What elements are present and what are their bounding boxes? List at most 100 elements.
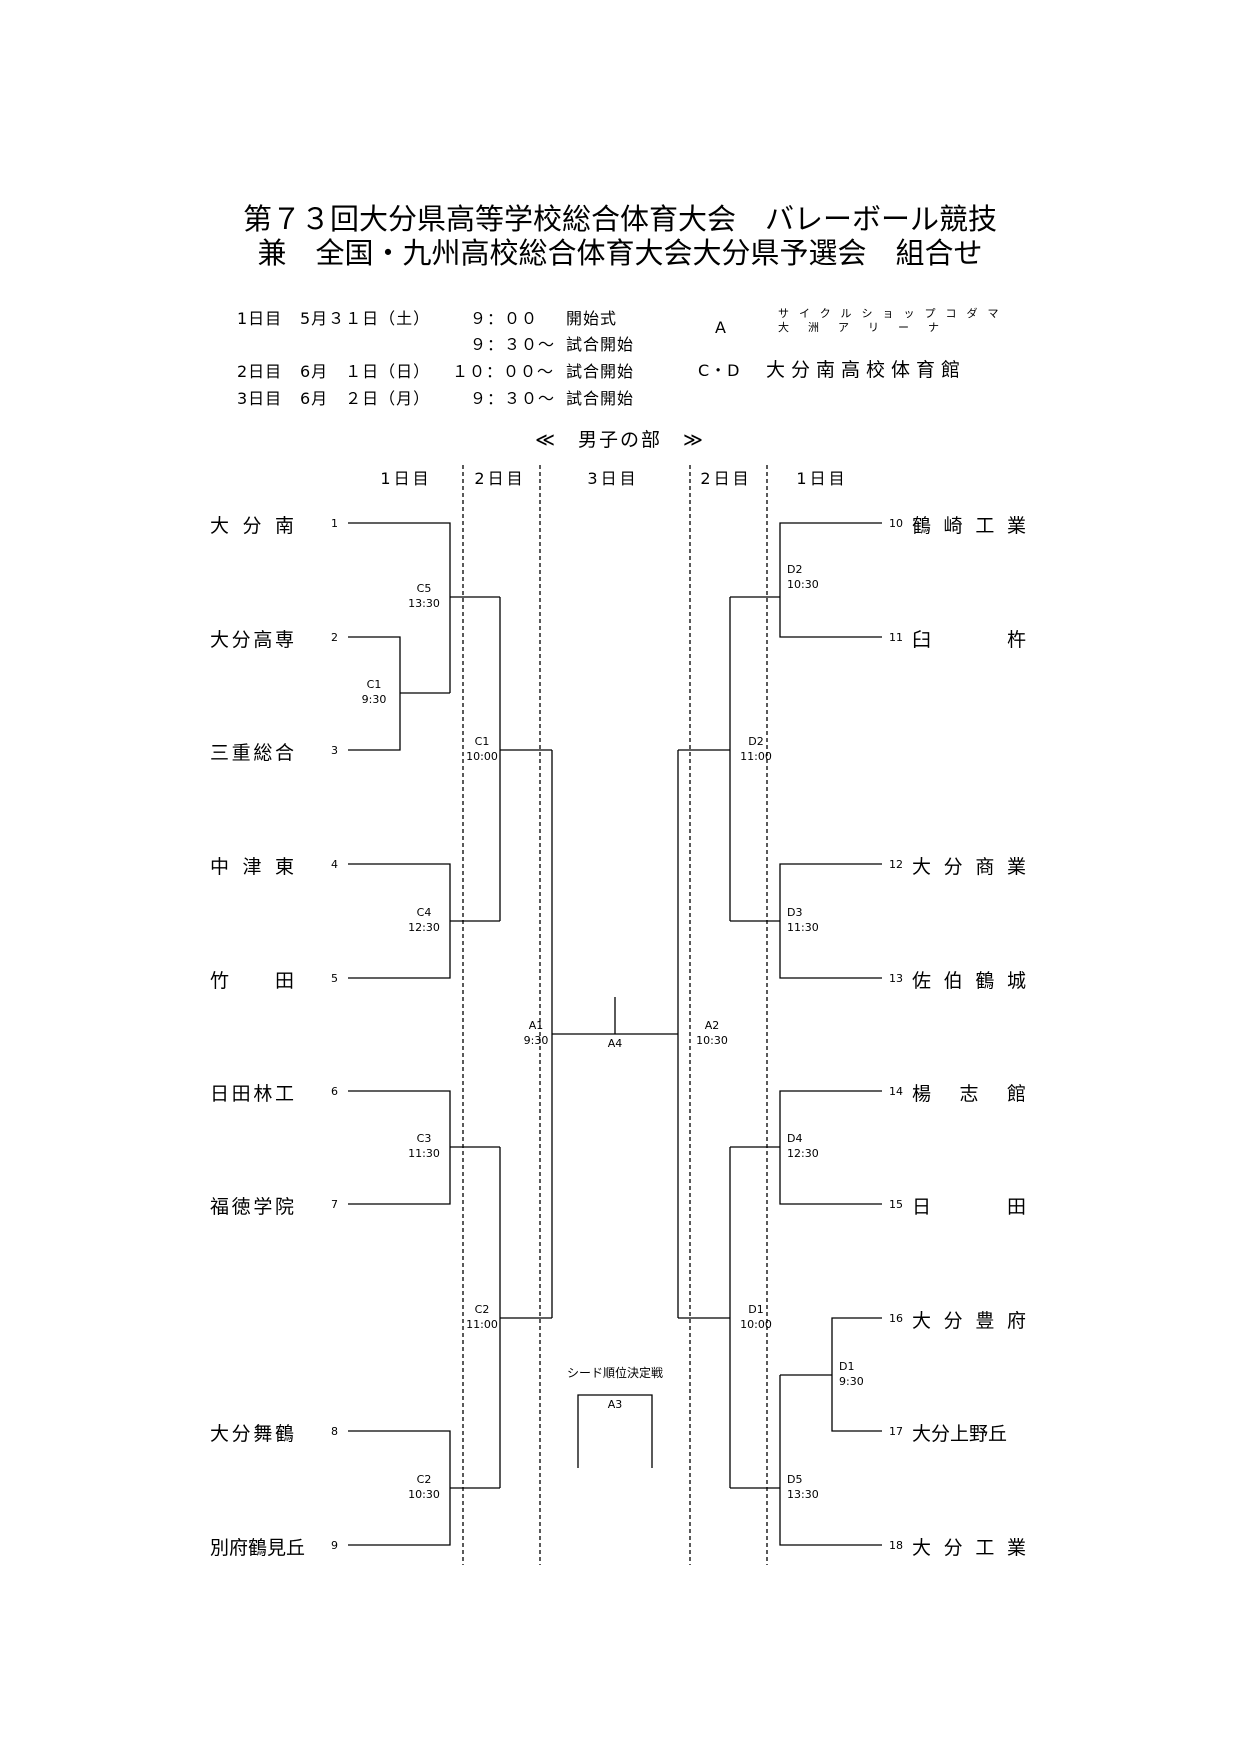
match-time: 12:30 [787, 1147, 819, 1160]
venue-a-code: A [715, 318, 727, 337]
match-court: A4 [607, 1037, 623, 1050]
team-name: 別府鶴見丘 [210, 1537, 306, 1559]
team-number: 16 [889, 1312, 903, 1325]
match-label-c2-day2: C2 11:00 [452, 1302, 512, 1332]
match-time: 9:30 [523, 1034, 549, 1047]
team-name: 三重総合 [210, 742, 294, 764]
team-number: 5 [331, 972, 338, 985]
bracket-a3 [577, 1394, 653, 1468]
match-time: 13:30 [408, 597, 440, 610]
schedule-time: １０：００～ [452, 362, 555, 381]
match-court: D4 [787, 1132, 803, 1145]
match-court: C4 [416, 906, 432, 919]
schedule-event: 試合開始 [566, 389, 635, 408]
venue-a-name-line2: 大洲アリーナ [778, 321, 958, 334]
schedule-time: ９：３０～ [470, 335, 556, 354]
match-label-d1-day2: D1 10:00 [726, 1302, 786, 1332]
bracket-d2-day1 [779, 522, 882, 638]
day-header: 3日目 [587, 469, 639, 488]
match-time: 9:30 [839, 1375, 864, 1388]
schedule-day: 3日目 [237, 389, 283, 408]
bracket-c5-top [348, 522, 451, 693]
team-number: 15 [889, 1198, 903, 1211]
team-name: 大分舞鶴 [210, 1423, 294, 1445]
match-court: D2 [787, 563, 803, 576]
match-label-d2-day2: D2 11:00 [726, 734, 786, 764]
team-number: 4 [331, 858, 338, 871]
team-number: 14 [889, 1085, 903, 1098]
schedule-event: 試合開始 [566, 335, 635, 354]
match-court: D1 [839, 1360, 855, 1373]
team-number: 11 [889, 631, 903, 644]
schedule-date: 6月 ２日（月） [300, 389, 431, 408]
match-time: 10:30 [787, 578, 819, 591]
match-time: 10:30 [408, 1488, 440, 1501]
document-title-line1: 第７３回大分県高等学校総合体育大会 バレーボール競技 [242, 202, 997, 236]
match-court: D5 [787, 1473, 803, 1486]
day-header: 1日目 [796, 469, 848, 488]
team-name: 鶴崎工業 [912, 515, 1026, 537]
match-time: 11:00 [740, 750, 772, 763]
team-number: 1 [331, 517, 338, 530]
match-court: A3 [607, 1398, 623, 1411]
match-court: C1 [474, 735, 490, 748]
match-time: 10:00 [740, 1318, 772, 1331]
match-label-d3: D3 11:30 [777, 905, 847, 935]
schedule-day: 1日目 [237, 309, 283, 328]
match-time: 11:00 [466, 1318, 498, 1331]
match-court: A1 [528, 1019, 544, 1032]
team-number: 12 [889, 858, 903, 871]
match-label-d1-day1: D1 9:30 [829, 1359, 899, 1389]
match-label-a3: A3 [585, 1397, 645, 1412]
match-label-c5: C5 13:30 [394, 581, 454, 611]
match-court: C5 [416, 582, 432, 595]
team-name: 大分高専 [210, 629, 294, 651]
match-label-c1-day1: C1 9:30 [344, 677, 404, 707]
team-name: 佐伯鶴城 [912, 970, 1026, 992]
schedule-time: ９：００ [470, 309, 539, 328]
match-time: 11:30 [408, 1147, 440, 1160]
document-title-line2: 兼 全国・九州高校総合体育大会大分県予選会 組合せ [257, 236, 983, 270]
match-label-d5: D5 13:30 [777, 1472, 847, 1502]
team-name: 日田林工 [210, 1083, 294, 1105]
match-label-c1-day2: C1 10:00 [452, 734, 512, 764]
team-number: 17 [889, 1425, 903, 1438]
match-court: C3 [416, 1132, 432, 1145]
match-label-a2: A2 10:30 [682, 1018, 742, 1048]
bracket-d5 [779, 1375, 882, 1546]
seed-match-label: シード順位決定戦 [566, 1366, 663, 1380]
team-name: 大分豊府 [912, 1310, 1026, 1332]
team-name: 大分南 [210, 515, 294, 537]
match-label-d2-day1: D2 10:30 [777, 562, 847, 592]
match-court: D2 [748, 735, 764, 748]
team-name: 日田 [912, 1196, 1026, 1218]
match-time: 10:30 [696, 1034, 728, 1047]
bracket-lines-group [348, 465, 882, 1565]
match-court: C2 [474, 1303, 490, 1316]
match-label-c3: C3 11:30 [394, 1131, 454, 1161]
team-number: 6 [331, 1085, 338, 1098]
team-name: 福徳学院 [210, 1196, 294, 1218]
schedule-day: 2日目 [237, 362, 283, 381]
match-time: 10:00 [466, 750, 498, 763]
venue-cd-code: C・D [698, 361, 741, 380]
team-name: 楊志館 [912, 1083, 1026, 1105]
section-title: ≪ 男子の部 ≫ [535, 429, 705, 451]
schedule-time: ９：３０～ [470, 389, 556, 408]
match-label-d4: D4 12:30 [777, 1131, 847, 1161]
team-name: 竹田 [210, 970, 294, 992]
team-name: 臼杵 [912, 629, 1026, 651]
match-court: C2 [416, 1473, 432, 1486]
team-number: 10 [889, 517, 903, 530]
schedule-event: 試合開始 [566, 362, 635, 381]
day-header: 1日目 [380, 469, 432, 488]
day-header: 2日目 [700, 469, 752, 488]
match-court: A2 [704, 1019, 720, 1032]
team-name: 大分商業 [912, 856, 1026, 878]
venue-cd-name: 大分南高校体育館 [766, 359, 967, 381]
match-time: 9:30 [361, 693, 387, 706]
schedule-date: 5月３１日（土） [300, 309, 431, 328]
match-label-c2-day1: C2 10:30 [394, 1472, 454, 1502]
team-number: 3 [331, 744, 338, 757]
